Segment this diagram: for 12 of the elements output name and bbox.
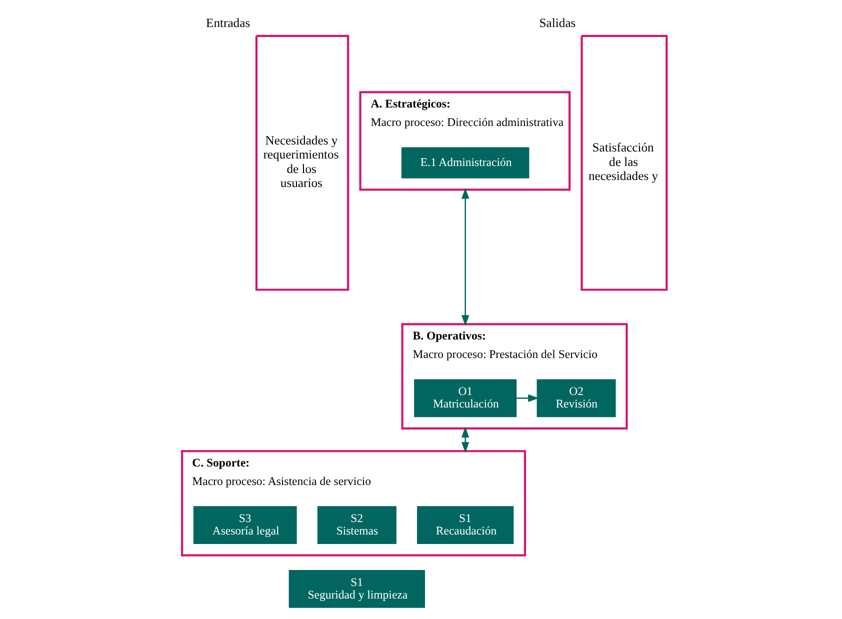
arrow — [462, 426, 470, 454]
node-box: S2 Sistemas — [317, 506, 396, 544]
node-box: O1 Matriculación — [414, 379, 517, 418]
node-label: Entradas — [206, 16, 250, 30]
node-box: E.1 Administración — [401, 147, 530, 178]
arrow — [462, 188, 470, 326]
node-box: O2 Revisión — [536, 379, 616, 418]
node-label: Salidas — [539, 16, 576, 30]
node-box: S1 Recaudación — [417, 506, 514, 544]
node-box: S3 Asesoría legal — [193, 506, 297, 544]
arrow — [516, 394, 540, 402]
node-box: S1 Seguridad y limpieza — [288, 570, 425, 608]
